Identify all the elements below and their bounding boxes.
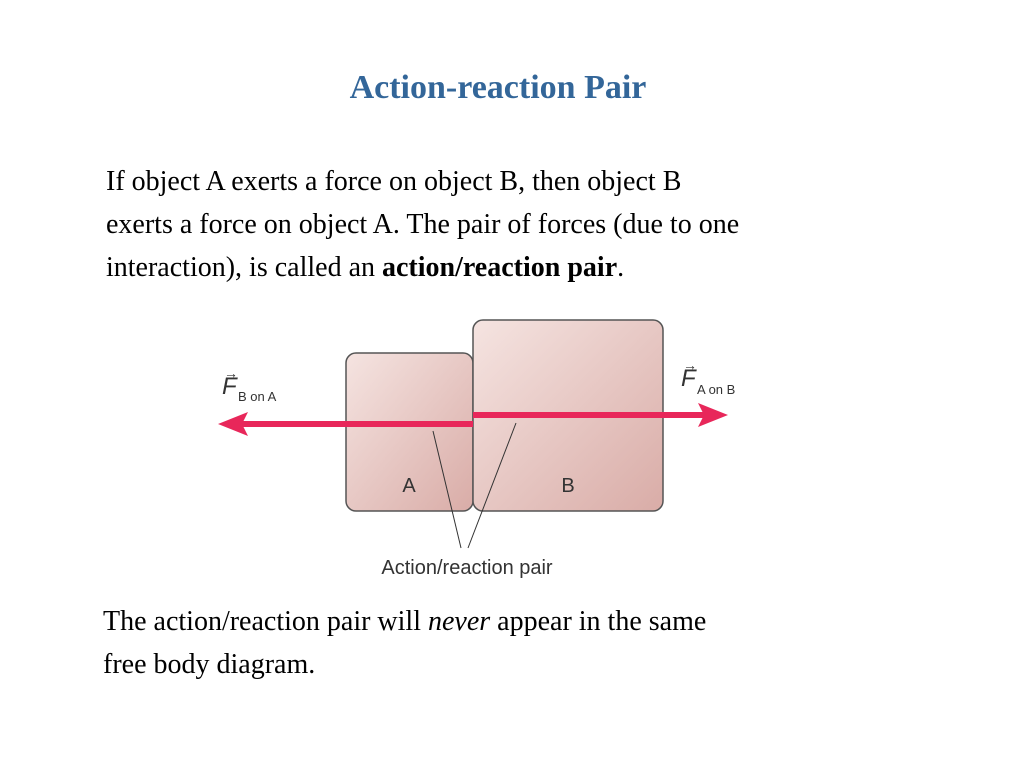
intro-line-3-prefix: interaction), is called an [106,252,382,283]
closing-paragraph: The action/reaction pair will never appe… [103,600,993,686]
closing-line-1-suffix: appear in the same [490,606,707,637]
intro-line-3: interaction), is called an action/reacti… [106,246,996,289]
closing-line-2: free body diagram. [103,649,316,680]
force-b-on-a-symbol: F [222,373,238,400]
force-b-on-a-arrow-head [218,412,248,436]
intro-line-1: If object A exerts a force on object B, … [106,166,682,197]
force-a-on-b-arrow-head [698,403,728,427]
closing-emphasis: never [427,606,491,637]
force-b-on-a-label: → F B on A [222,365,277,404]
pair-pointer-line-a [432,430,462,549]
closing-line-1: The action/reaction pair will never appe… [103,600,993,643]
intro-line-2: exerts a force on object A. The pair of … [106,209,740,240]
vector-arrow-icon: → [683,357,697,373]
closing-line-1-prefix: The action/reaction pair will [103,606,428,637]
force-a-on-b-symbol: F [681,365,697,392]
pair-caption: Action/reaction pair [381,557,553,579]
force-b-on-a-subscript: B on A [238,389,277,404]
force-a-on-b-subscript: A on B [697,382,735,397]
intro-term-bold: action/reaction pair [382,252,618,283]
force-a-on-b-label: → F A on B [681,357,735,397]
vector-arrow-icon: → [224,365,238,381]
intro-line-3-suffix: . [617,252,625,283]
block-a-label: A [402,475,416,497]
pair-pointer-line-b [467,422,517,549]
intro-paragraph: If object A exerts a force on object B, … [106,160,996,289]
block-b-label: B [561,475,574,497]
slide-title: Action-reaction Pair [349,69,647,106]
